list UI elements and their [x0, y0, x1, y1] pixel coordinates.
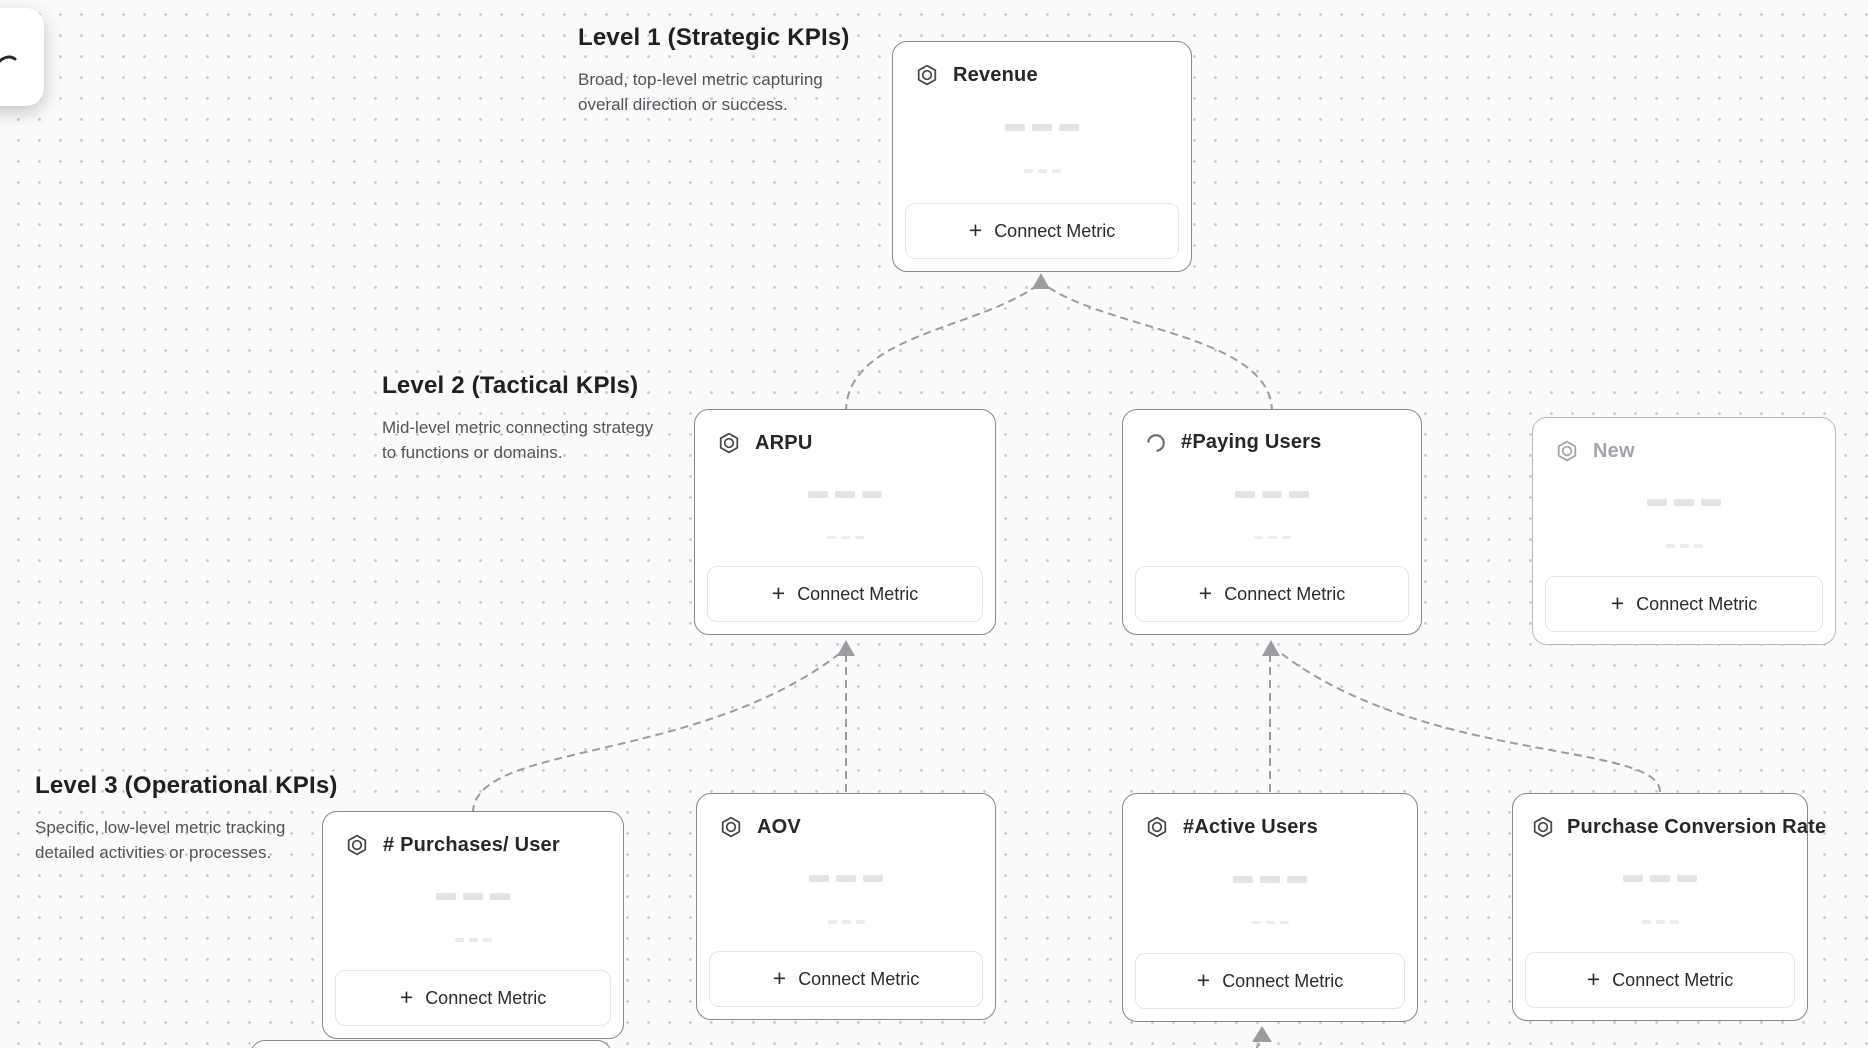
plus-icon: + [1198, 579, 1213, 606]
connect-metric-label: Connect Metric [797, 583, 919, 604]
connect-metric-label: Connect Metric [425, 987, 547, 1008]
plus-icon: + [772, 964, 787, 991]
connect-metric-button[interactable]: + Connect Metric [335, 970, 611, 1026]
connect-metric-button[interactable]: + Connect Metric [709, 951, 983, 1007]
node-title: #Paying Users [1181, 431, 1322, 453]
metric-node-paying-users[interactable]: #Paying Users + Connect Metric [1122, 409, 1422, 635]
metric-node-revenue[interactable]: Revenue + Connect Metric [892, 41, 1192, 272]
metric-placeholder [1123, 490, 1421, 540]
node-header: # Purchases/ User [323, 812, 623, 857]
metric-hexagon-icon [1555, 439, 1579, 463]
plus-icon: + [1586, 965, 1601, 992]
metric-hexagon-icon [345, 833, 369, 857]
metric-node-arpu[interactable]: ARPU + Connect Metric [694, 409, 996, 635]
metric-hexagon-icon [719, 815, 743, 839]
metric-placeholder [323, 893, 623, 942]
node-header: #Paying Users [1123, 410, 1421, 454]
metric-placeholder [1533, 499, 1835, 548]
node-header: Purchase Conversion Rate [1513, 794, 1826, 839]
level-3-title: Level 3 (Operational KPIs) [35, 772, 338, 799]
level-1-label: Level 1 (Strategic KPIs) Broad, top-leve… [578, 24, 863, 117]
connect-metric-label: Connect Metric [994, 220, 1116, 241]
level-2-title: Level 2 (Tactical KPIs) [382, 372, 639, 399]
node-header: AOV [697, 794, 995, 839]
canvas-toolbar-panel[interactable] [0, 8, 44, 106]
connect-metric-button[interactable]: + Connect Metric [905, 203, 1179, 259]
metric-placeholder [1123, 875, 1417, 925]
loading-spinner-icon [1145, 432, 1167, 454]
metric-node-new[interactable]: New + Connect Metric [1532, 417, 1836, 645]
toolbar-glyph-icon [0, 55, 17, 64]
metric-placeholder [1513, 875, 1807, 924]
node-title: ARPU [755, 431, 813, 454]
node-header: New [1533, 418, 1835, 463]
connect-metric-button[interactable]: + Connect Metric [1545, 576, 1823, 632]
connect-metric-button[interactable]: + Connect Metric [1135, 953, 1405, 1009]
metric-hexagon-icon [1145, 815, 1169, 839]
node-header: ARPU [695, 410, 995, 455]
plus-icon: + [771, 579, 786, 606]
connect-metric-button[interactable]: + Connect Metric [1135, 566, 1409, 622]
level-2-description: Mid-level metric connecting strategy to … [382, 418, 654, 463]
metric-placeholder [893, 124, 1191, 173]
level-2-label: Level 2 (Tactical KPIs) Mid-level metric… [382, 372, 664, 465]
plus-icon: + [1610, 589, 1625, 616]
metric-hexagon-icon [1531, 815, 1555, 839]
metric-node-partial[interactable] [250, 1040, 612, 1048]
plus-icon: + [399, 983, 414, 1010]
level-3-description: Specific, low-level metric tracking deta… [35, 818, 286, 863]
connect-metric-label: Connect Metric [1636, 593, 1758, 614]
level-1-title: Level 1 (Strategic KPIs) [578, 24, 850, 51]
metric-node-purchase-conversion-rate[interactable]: Purchase Conversion Rate + Connect Metri… [1512, 793, 1826, 1021]
node-title: Purchase Conversion Rate [1567, 815, 1827, 838]
node-title: AOV [757, 815, 801, 838]
level-1-description: Broad, top-level metric capturing overal… [578, 70, 823, 115]
metric-node-aov[interactable]: AOV + Connect Metric [696, 793, 996, 1020]
connect-metric-button[interactable]: + Connect Metric [1525, 952, 1795, 1008]
connect-metric-label: Connect Metric [1224, 583, 1346, 604]
connect-metric-label: Connect Metric [1612, 969, 1734, 990]
plus-icon: + [1196, 966, 1211, 993]
metric-node-purchases-per-user[interactable]: # Purchases/ User + Connect Metric [322, 811, 624, 1039]
node-title: Revenue [953, 63, 1038, 86]
node-title: #Active Users [1183, 815, 1318, 838]
node-title: # Purchases/ User [383, 833, 560, 856]
node-title: New [1593, 439, 1635, 462]
metric-placeholder [695, 490, 995, 540]
node-header: #Active Users [1123, 794, 1417, 839]
connect-metric-label: Connect Metric [798, 968, 920, 989]
connect-metric-label: Connect Metric [1222, 970, 1344, 991]
node-header: Revenue [893, 42, 1191, 87]
metric-node-active-users[interactable]: #Active Users + Connect Metric [1122, 793, 1418, 1022]
level-3-label: Level 3 (Operational KPIs) Specific, low… [35, 772, 338, 865]
metric-hexagon-icon [915, 63, 939, 87]
connect-metric-button[interactable]: + Connect Metric [707, 566, 983, 622]
metric-placeholder [697, 875, 995, 924]
metric-hexagon-icon [717, 431, 741, 455]
plus-icon: + [968, 216, 983, 243]
